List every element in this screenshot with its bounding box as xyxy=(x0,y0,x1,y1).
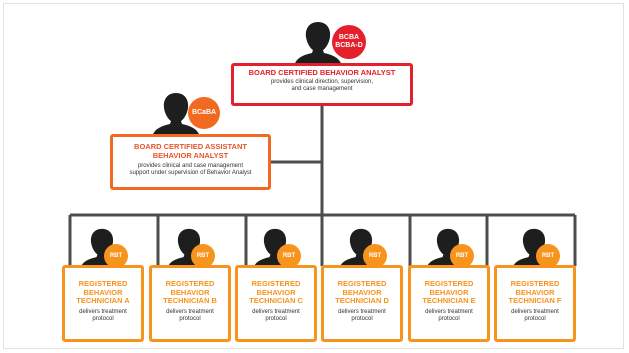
technician-badge-label: RBT xyxy=(455,252,469,259)
technician-badge-label: RBT xyxy=(196,252,210,259)
technician-desc-line1: delivers treatment xyxy=(252,308,300,315)
technician-title-line1: REGISTERED xyxy=(251,279,301,288)
technician-badge-label: RBT xyxy=(541,252,555,259)
assistant-badge-label: BCaBA xyxy=(191,109,217,117)
technician-title-line3: TECHNICIAN F xyxy=(508,296,562,306)
technician-badge-label: RBT xyxy=(109,252,123,259)
technician-badge-e: RBT xyxy=(450,244,474,268)
technician-badge-f: RBT xyxy=(536,244,560,268)
analyst-desc-line1: provides clinical direction, supervision… xyxy=(270,78,374,85)
person-silhouette-icon xyxy=(294,22,342,66)
technician-desc-line1: delivers treatment xyxy=(511,308,559,315)
technician-badge-c: RBT xyxy=(277,244,301,268)
technician-badge-a: RBT xyxy=(104,244,128,268)
technician-title-line3: TECHNICIAN C xyxy=(249,296,303,306)
assistant-title-line1: BOARD CERTIFIED ASSISTANT xyxy=(134,142,247,151)
analyst-desc-line2: and case management xyxy=(291,85,353,92)
technician-title-line1: REGISTERED xyxy=(510,279,560,288)
technician-title-line2: BEHAVIOR xyxy=(170,287,210,297)
technician-title-line3: TECHNICIAN E xyxy=(422,296,476,306)
technician-title-line3: TECHNICIAN B xyxy=(163,296,217,306)
assistant-title-line2: BEHAVIOR ANALYST xyxy=(152,150,229,160)
technician-title-line1: REGISTERED xyxy=(78,279,128,288)
assistant-card: BOARD CERTIFIED ASSISTANT BEHAVIOR ANALY… xyxy=(110,134,271,190)
technician-desc-line1: delivers treatment xyxy=(79,308,127,315)
technician-badge-label: RBT xyxy=(282,252,296,259)
technician-title-line1: REGISTERED xyxy=(165,279,215,288)
technician-title-line2: BEHAVIOR xyxy=(83,287,123,297)
technician-title-line3: TECHNICIAN A xyxy=(76,296,130,306)
technician-badge-label: RBT xyxy=(368,252,382,259)
technician-title-line2: BEHAVIOR xyxy=(342,287,382,297)
technician-badge-d: RBT xyxy=(363,244,387,268)
technician-title-line1: REGISTERED xyxy=(337,279,387,288)
technician-desc-line1: delivers treatment xyxy=(425,308,473,315)
assistant-desc-line1: provides clinical and case management xyxy=(137,163,244,170)
technician-title-line2: BEHAVIOR xyxy=(429,287,469,297)
technician-title-line2: BEHAVIOR xyxy=(515,287,555,297)
analyst-badge: BCBA BCBA-D xyxy=(332,25,366,59)
analyst-badge-line1: BCBA xyxy=(338,34,360,42)
technician-desc-line1: delivers treatment xyxy=(338,308,386,315)
technician-badge-b: RBT xyxy=(191,244,215,268)
analyst-card: BOARD CERTIFIED BEHAVIOR ANALYST provide… xyxy=(231,63,413,106)
technician-desc-line2: protocol xyxy=(524,316,546,323)
analyst-badge-line2: BCBA-D xyxy=(335,42,363,49)
technician-desc-line2: protocol xyxy=(179,316,201,323)
technician-title-line1: REGISTERED xyxy=(424,279,474,288)
technician-title-line3: TECHNICIAN D xyxy=(335,296,389,306)
person-silhouette-icon xyxy=(152,93,200,137)
technician-title-line2: BEHAVIOR xyxy=(256,287,296,297)
assistant-badge: BCaBA xyxy=(188,97,220,129)
technician-desc-line2: protocol xyxy=(438,316,460,323)
technician-desc-line2: protocol xyxy=(92,316,114,323)
technician-desc-line1: delivers treatment xyxy=(166,308,214,315)
technician-desc-line2: protocol xyxy=(265,316,287,323)
assistant-desc-line2: support under supervision of Behavior An… xyxy=(129,170,252,177)
technician-desc-line2: protocol xyxy=(351,316,373,323)
analyst-title: BOARD CERTIFIED BEHAVIOR ANALYST xyxy=(248,68,396,77)
